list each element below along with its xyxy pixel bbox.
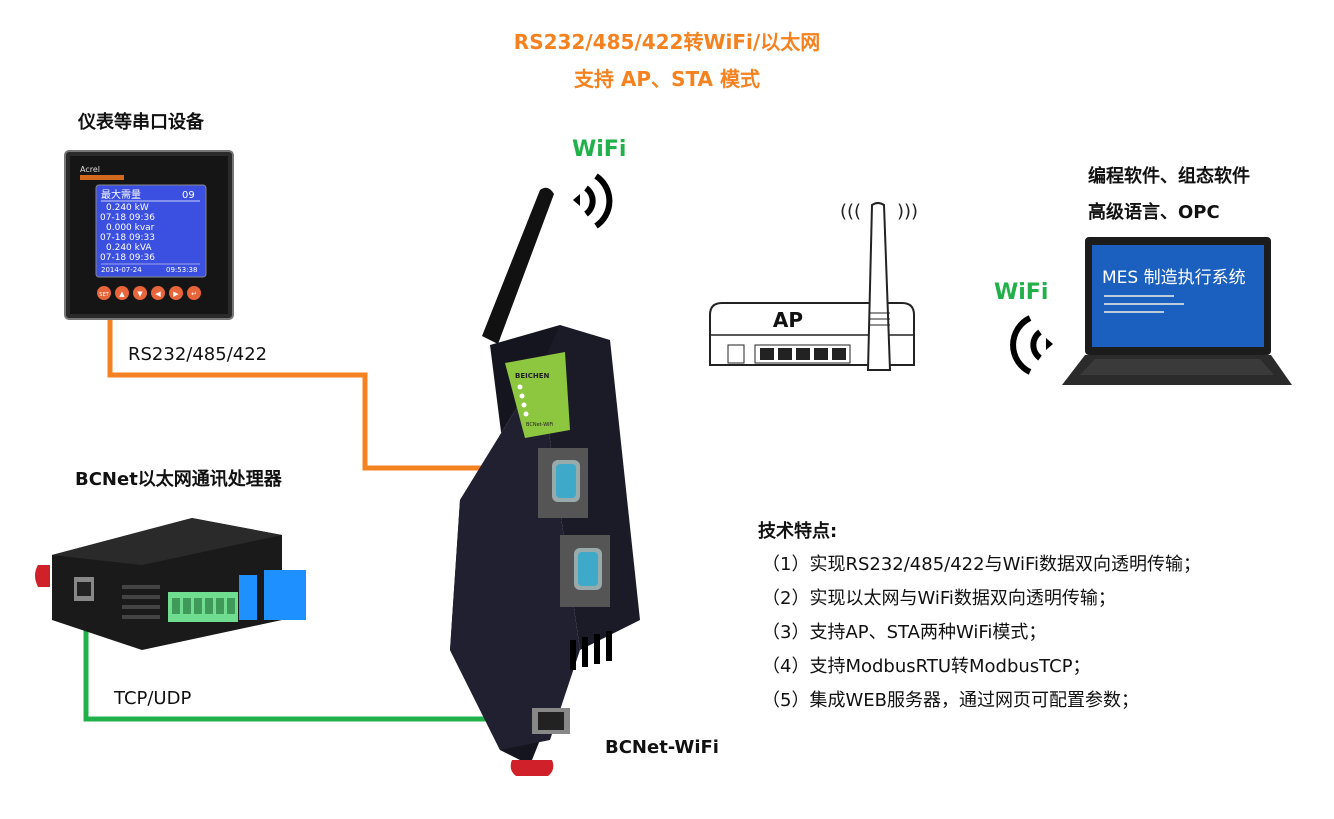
gateway-panel-model: BCNet-WiFi	[526, 422, 553, 428]
meter-brand: Acrel	[80, 165, 100, 174]
screen-row: 07-18 09:33	[100, 233, 155, 243]
ap-signal-right-icon: )))	[897, 201, 918, 222]
meter-device: Acrel 最大需量 09 0.240 kW 07-18 09:36 0.000…	[64, 150, 234, 320]
svg-text:▼: ▼	[137, 290, 143, 298]
meter-buttons: SET ▲ ▼ ◀ ▶ ↵	[97, 286, 201, 300]
processor-label: BCNet以太网通讯处理器	[75, 469, 282, 490]
laptop-screen-title: MES 制造执行系统	[1102, 268, 1246, 288]
gateway-device: BEICHEN BCNet-WiFi	[450, 187, 640, 776]
ap-signal-left-icon: (((	[840, 201, 861, 222]
gateway-brand: BEICHEN	[515, 372, 549, 380]
db9-port-2	[560, 535, 610, 607]
screen-row: 07-18 09:36	[100, 253, 155, 263]
screen-row: 0.240 kW	[106, 203, 149, 213]
gateway-wifi-label: WiFi	[572, 137, 627, 162]
svg-text:▶: ▶	[173, 290, 179, 298]
feature-item: （5）集成WEB服务器，通过网页可配置参数；	[762, 690, 1139, 711]
pc-wifi-label: WiFi	[994, 280, 1049, 305]
ethernet-line	[83, 592, 548, 722]
feature-item: （3）支持AP、STA两种WiFi模式；	[762, 622, 1047, 643]
features-list: （1）实现RS232/485/422与WiFi数据双向透明传输； （2）实现以太…	[762, 548, 1201, 718]
wifi-signal-icon	[573, 173, 613, 229]
feature-item: （2）实现以太网与WiFi数据双向透明传输；	[762, 588, 1116, 609]
screen-row: 0.000 kvar	[106, 223, 155, 233]
screen-footer-left: 2014-07-24	[101, 266, 142, 274]
wifi-signal-icon	[1010, 315, 1053, 375]
processor-device	[32, 510, 322, 650]
ap-label: AP	[773, 308, 803, 332]
gateway-label: BCNet-WiFi	[605, 737, 719, 758]
db9-port-1	[538, 448, 588, 518]
title-line-2: 支持 AP、STA 模式	[573, 67, 761, 91]
svg-text:↵: ↵	[191, 290, 197, 298]
screen-header-right: 09	[182, 190, 195, 201]
svg-text:SET: SET	[99, 292, 109, 298]
laptop-device: MES 制造执行系统	[1062, 237, 1292, 385]
meter-label: 仪表等串口设备	[78, 112, 204, 133]
ethernet-link-label: TCP/UDP	[114, 688, 192, 709]
pc-label-line-1: 编程软件、组态软件	[1088, 166, 1250, 187]
feature-item: （1）实现RS232/485/422与WiFi数据双向透明传输；	[762, 554, 1202, 575]
screen-header-left: 最大需量	[101, 188, 141, 201]
serial-line	[107, 318, 565, 471]
screen-footer-right: 09:53:38	[166, 266, 197, 274]
screen-row: 0.240 kVA	[106, 243, 152, 253]
screen-row: 07-18 09:36	[100, 213, 155, 223]
pc-label-line-2: 高级语言、OPC	[1088, 202, 1220, 223]
serial-link-label: RS232/485/422	[128, 344, 268, 365]
access-point-device: ((( ))) AP	[709, 201, 918, 371]
rj45-port	[532, 708, 570, 734]
title-line-1: RS232/485/422转WiFi/以太网	[513, 30, 821, 54]
feature-item: （4）支持ModbusRTU转ModbusTCP；	[762, 656, 1091, 677]
svg-text:▲: ▲	[119, 290, 125, 298]
svg-text:◀: ◀	[155, 290, 161, 298]
features-title: 技术特点:	[758, 521, 838, 542]
